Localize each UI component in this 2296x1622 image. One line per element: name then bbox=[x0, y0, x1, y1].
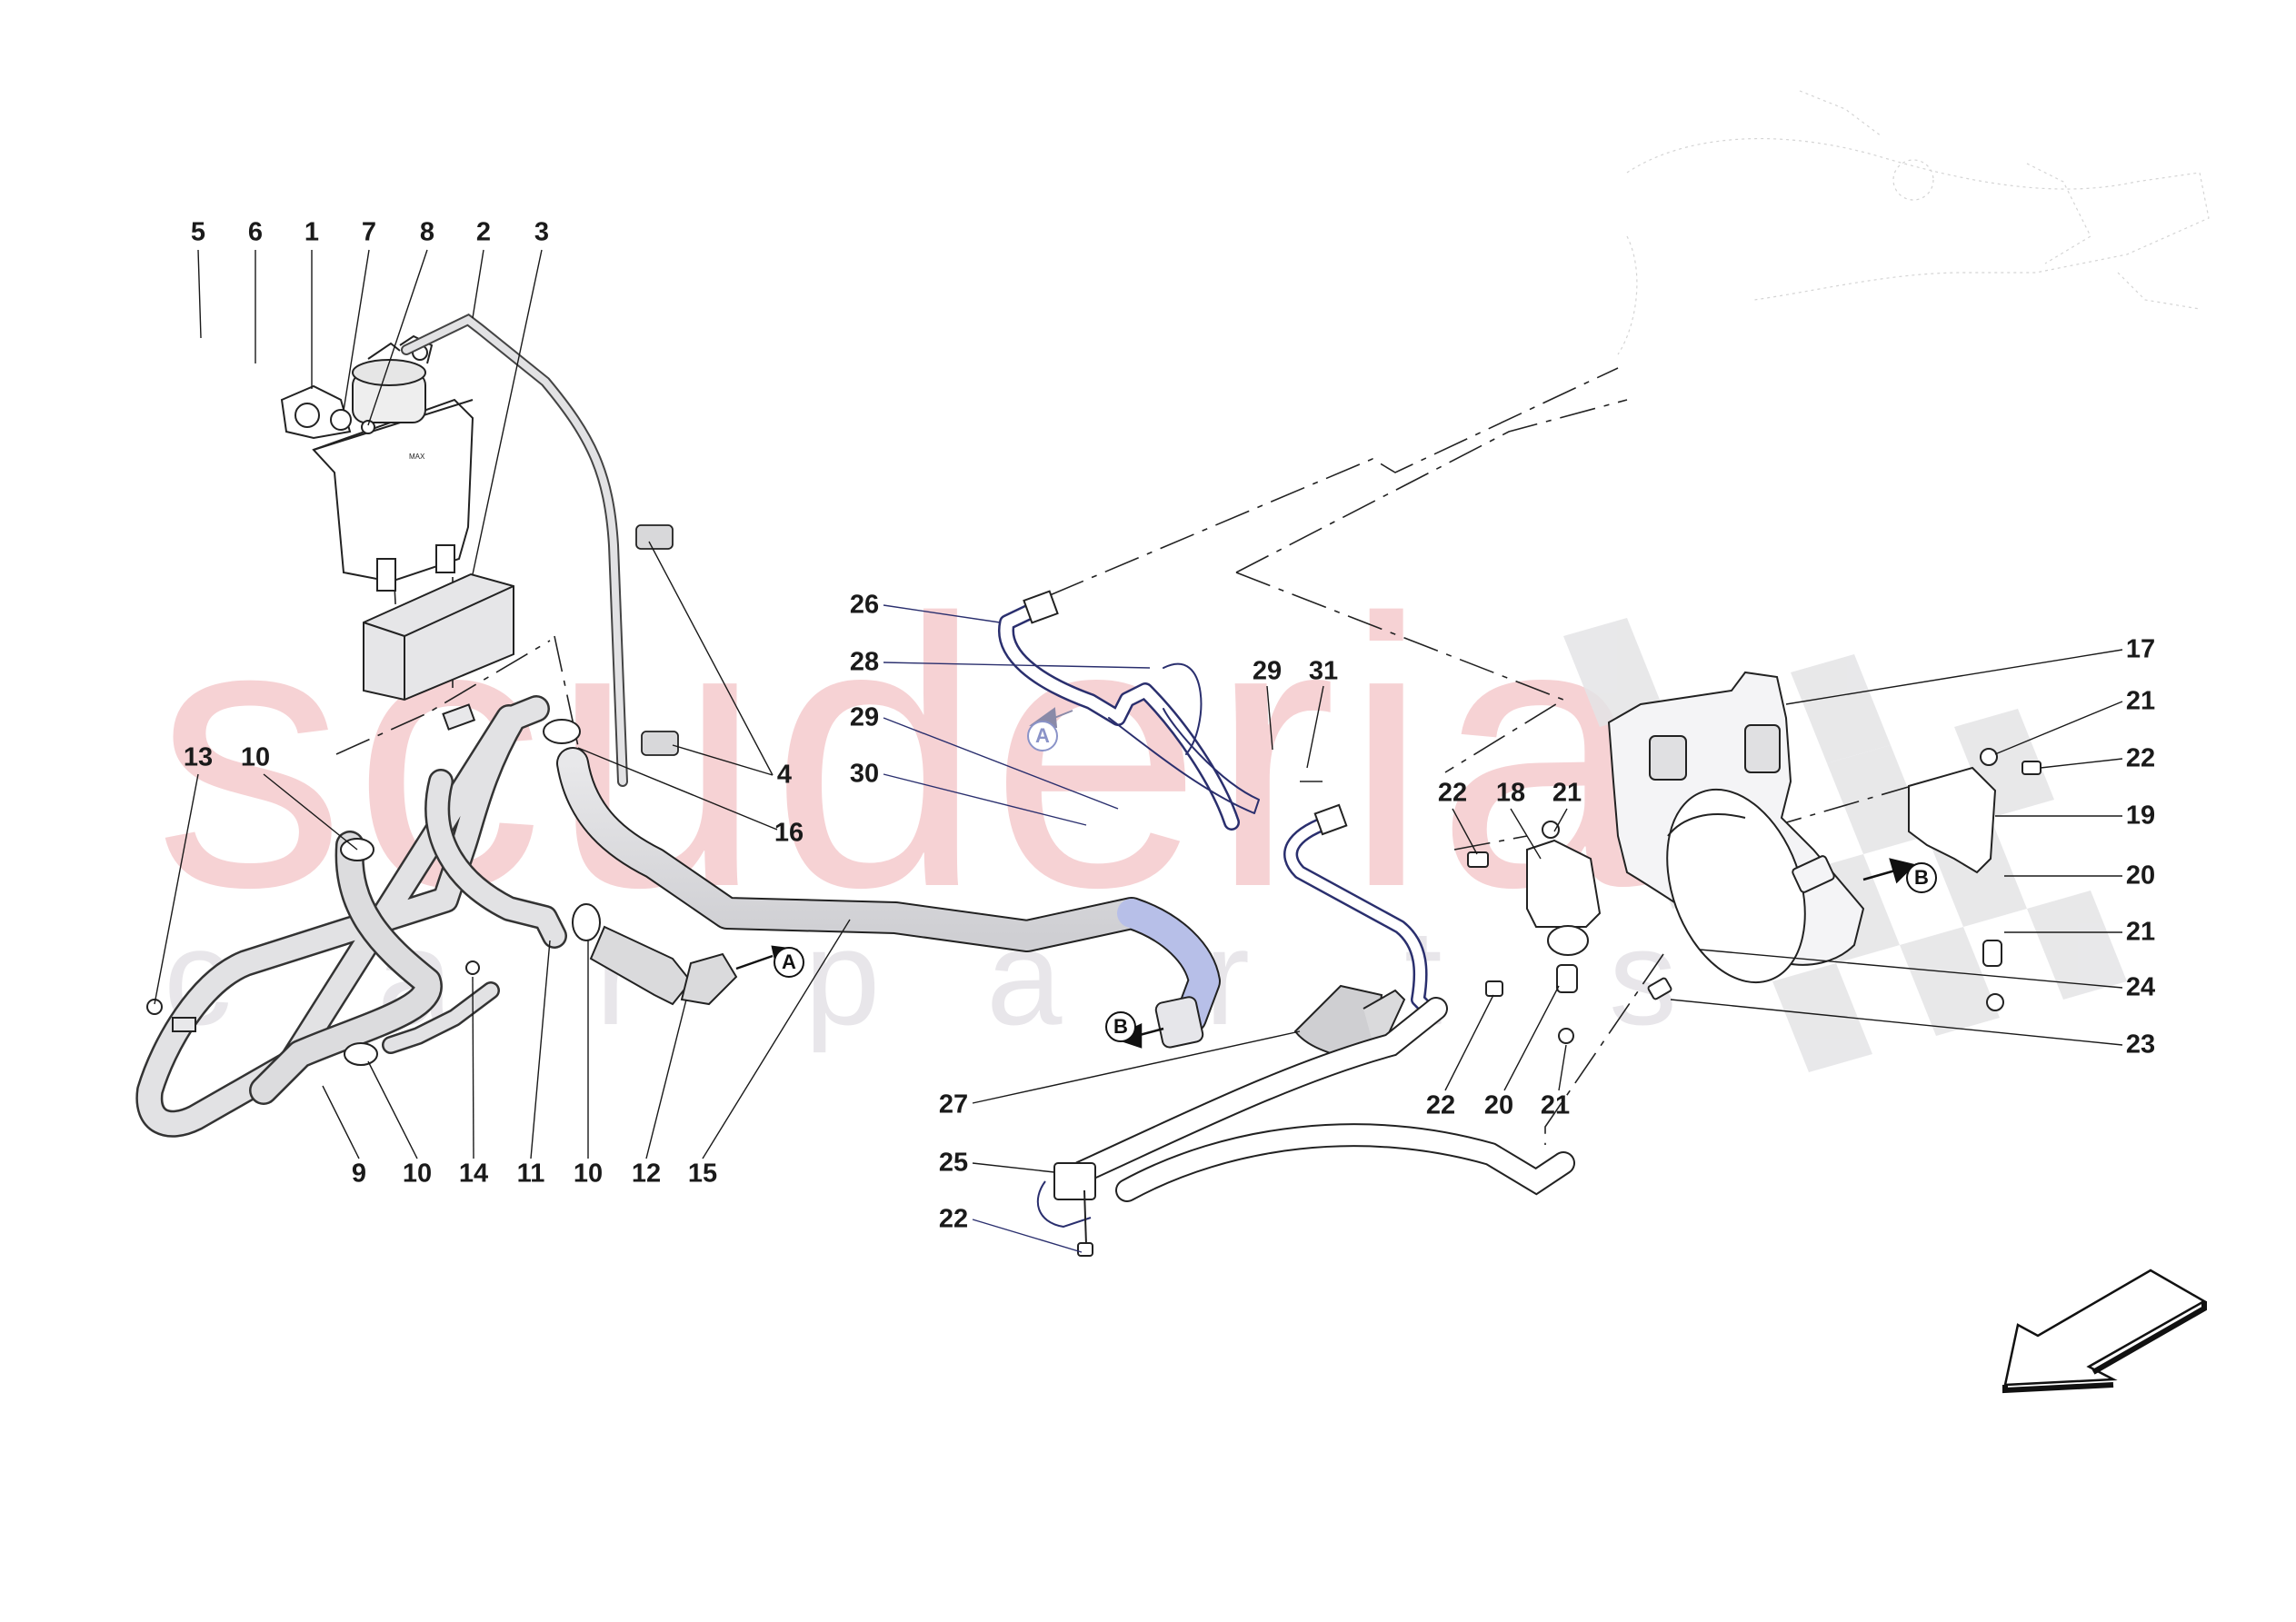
callout-27: 27 bbox=[938, 1090, 969, 1119]
callout-21: 21 bbox=[2125, 917, 2156, 947]
callout-1: 1 bbox=[304, 217, 320, 247]
svg-text:MAX: MAX bbox=[409, 453, 425, 461]
callout-6: 6 bbox=[247, 217, 264, 247]
pressure-hose bbox=[1070, 997, 1575, 1202]
callout-29: 29 bbox=[1252, 656, 1283, 686]
hose-end-fitting bbox=[1154, 996, 1204, 1049]
callout-15: 15 bbox=[687, 1159, 718, 1189]
callout-25: 25 bbox=[938, 1148, 969, 1178]
coolant-hose-loop bbox=[135, 695, 567, 1138]
callout-5: 5 bbox=[190, 217, 206, 247]
callout-19: 19 bbox=[2125, 801, 2156, 831]
reference-marker-a: A bbox=[774, 947, 804, 978]
reference-marker-b-target: B bbox=[1906, 862, 1937, 893]
callout-3: 3 bbox=[534, 217, 550, 247]
expansion-tank: MAX bbox=[280, 334, 474, 592]
engine-ghost-outline bbox=[1617, 90, 2210, 355]
radiator-hose bbox=[556, 747, 1221, 1034]
callout-29: 29 bbox=[849, 702, 880, 732]
electric-pump bbox=[1607, 671, 1865, 984]
orientation-arrow-icon bbox=[2002, 1269, 2207, 1394]
callout-28: 28 bbox=[849, 647, 880, 677]
callout-10: 10 bbox=[573, 1159, 604, 1189]
callout-13: 13 bbox=[183, 742, 214, 772]
callout-18: 18 bbox=[1495, 778, 1526, 808]
watermark-letter: s bbox=[1609, 901, 1677, 1053]
callout-22: 22 bbox=[938, 1204, 969, 1234]
callout-22: 22 bbox=[2125, 743, 2156, 773]
callout-7: 7 bbox=[361, 217, 377, 247]
callout-31: 31 bbox=[1308, 656, 1339, 686]
callout-14: 14 bbox=[458, 1159, 489, 1189]
callout-20: 20 bbox=[2125, 861, 2156, 891]
callout-17: 17 bbox=[2125, 634, 2156, 664]
callout-16: 16 bbox=[774, 818, 804, 848]
callout-26: 26 bbox=[849, 590, 880, 620]
callout-21: 21 bbox=[1540, 1090, 1571, 1120]
callout-9: 9 bbox=[351, 1159, 367, 1189]
callout-20: 20 bbox=[1483, 1090, 1514, 1120]
hose-clip bbox=[635, 524, 679, 756]
callout-21: 21 bbox=[1552, 778, 1582, 808]
callout-11: 11 bbox=[516, 1159, 545, 1189]
callout-12: 12 bbox=[631, 1159, 662, 1189]
mounting-bracket bbox=[1467, 748, 2041, 1044]
callout-2: 2 bbox=[475, 217, 492, 247]
callout-24: 24 bbox=[2125, 972, 2156, 1002]
callout-4: 4 bbox=[776, 760, 793, 790]
leader-lines bbox=[154, 249, 2123, 1253]
hose-clamp bbox=[340, 719, 601, 1066]
coolant-pipe bbox=[998, 596, 1434, 1016]
reference-marker-b: B bbox=[1105, 1011, 1136, 1042]
tank-holder-tray bbox=[363, 572, 514, 702]
callout-22: 22 bbox=[1437, 778, 1468, 808]
callout-21: 21 bbox=[2125, 686, 2156, 716]
callout-10: 10 bbox=[240, 742, 271, 772]
hose-bracket bbox=[1036, 1162, 1096, 1257]
fastener bbox=[146, 703, 480, 1032]
elbow-hose bbox=[589, 925, 738, 1006]
callout-8: 8 bbox=[419, 217, 435, 247]
callout-23: 23 bbox=[2125, 1030, 2156, 1060]
callout-22: 22 bbox=[1425, 1090, 1456, 1120]
callout-10: 10 bbox=[402, 1159, 433, 1189]
reference-marker-a-target: A bbox=[1027, 721, 1058, 751]
callout-30: 30 bbox=[849, 759, 880, 789]
